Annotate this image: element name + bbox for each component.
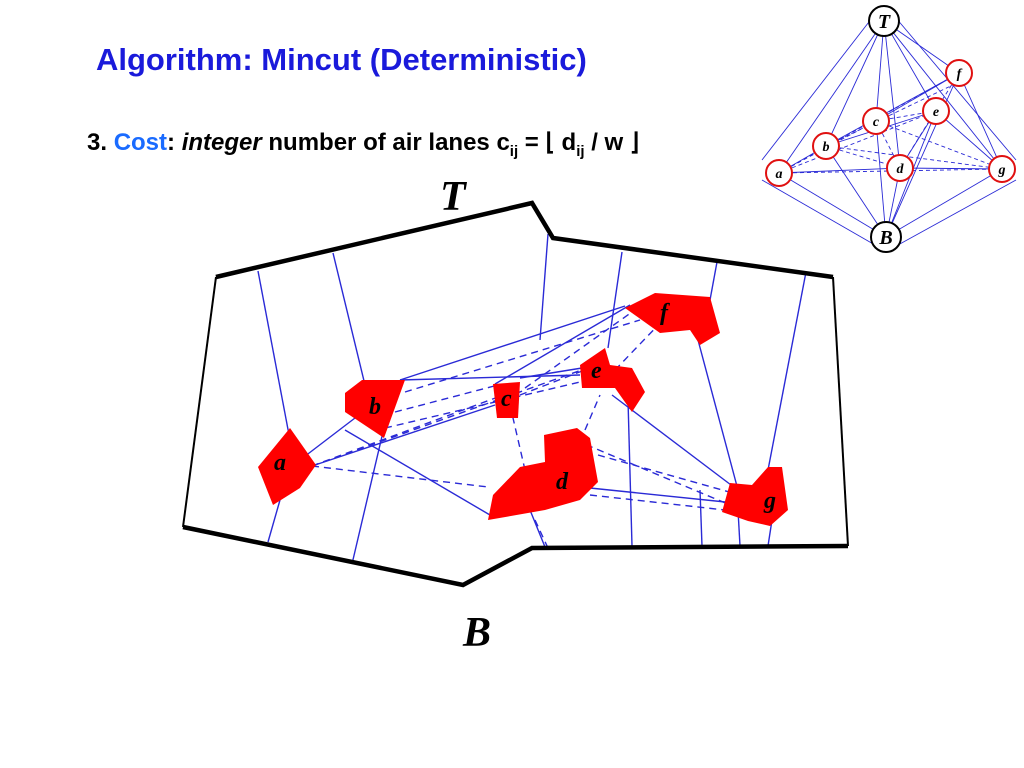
region-b [345,380,405,438]
region-label-b: b [369,394,381,420]
d-variable: d [554,129,577,156]
bottom-boundary-label: B [462,610,491,656]
region-label-g: g [763,488,776,514]
cost-text: number of air lanes c [261,129,510,156]
equals-sign: = [518,129,546,156]
region-a [258,428,316,505]
d-subscript: ij [576,143,585,160]
slide-title: Algorithm: Mincut (Deterministic) [96,42,587,77]
region-label-f: f [660,300,670,326]
floor-left: ⌊ [545,129,555,156]
region-e [580,348,645,412]
top-boundary [215,200,834,280]
region-g [722,467,788,526]
colon: : [167,129,176,156]
airspace-regions [258,293,788,526]
region-label-e: e [591,358,602,384]
integer-qualifier: integer [181,129,262,156]
side-boundaries [182,276,849,547]
floor-right: ⌋ [629,129,640,156]
item-number: 3. [87,129,108,156]
bottom-boundary [182,524,849,588]
divide-w: / w [584,129,630,156]
c-subscript: ij [509,143,519,160]
region-d [488,428,598,520]
region-c [493,382,520,418]
region-label-d: d [556,469,569,495]
cost-definition: 3. Cost: integer number of air lanes cij… [87,128,639,160]
region-label-c: c [501,386,512,412]
cost-term: Cost [113,129,168,156]
dashed-edges [311,311,741,549]
top-boundary-label: T [440,174,468,220]
solid-edges [257,233,807,565]
region-f [625,293,720,345]
boundaries [182,200,849,588]
region-label-a: a [274,450,286,476]
